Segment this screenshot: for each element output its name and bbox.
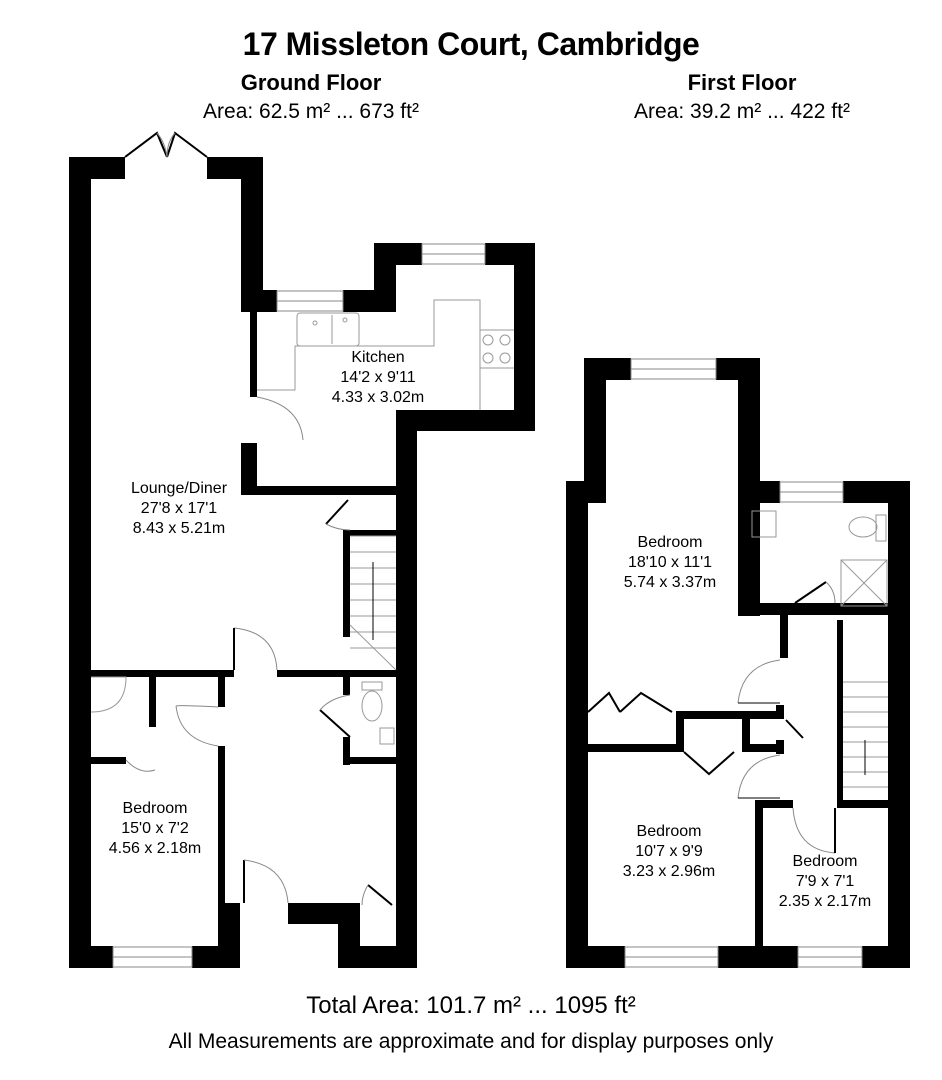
room-label-kitchen: Kitchen 14'2 x 9'11 4.33 x 3.02m	[298, 348, 458, 408]
room-dimensions-metric: 8.43 x 5.21m	[132, 520, 226, 537]
room-dimensions-metric: 4.56 x 2.18m	[108, 840, 202, 857]
first-floor-area: Area: 39.2 m² ... 422 ft²	[634, 100, 850, 123]
ground-floor-fixtures	[90, 299, 514, 745]
room-dimensions-imperial: 27'8 x 17'1	[140, 500, 218, 517]
room-label-first-bedroom-3: Bedroom 7'9 x 7'1 2.35 x 2.17m	[745, 852, 905, 912]
ground-floor-title: Ground Floor	[240, 70, 382, 95]
room-label-ground-bedroom: Bedroom 15'0 x 7'2 4.56 x 2.18m	[75, 799, 235, 859]
room-label-first-bedroom-1: Bedroom 18'10 x 11'1 5.74 x 3.37m	[590, 533, 750, 593]
first-floor-walls	[566, 358, 910, 968]
room-name: Kitchen	[351, 349, 405, 366]
room-dimensions-metric: 5.74 x 3.37m	[623, 574, 717, 591]
room-name: Bedroom	[636, 823, 702, 840]
room-dimensions-metric: 4.33 x 3.02m	[331, 389, 425, 406]
room-dimensions-imperial: 18'10 x 11'1	[627, 554, 713, 571]
room-label-lounge-diner: Lounge/Diner 27'8 x 17'1 8.43 x 5.21m	[99, 479, 259, 539]
first-floor-windows-doors	[587, 358, 863, 968]
room-name: Bedroom	[792, 853, 858, 870]
disclaimer: All Measurements are approximate and for…	[168, 1030, 774, 1053]
room-dimensions-metric: 3.23 x 2.96m	[622, 863, 716, 880]
ground-floor-area: Area: 62.5 m² ... 673 ft²	[203, 100, 419, 123]
ground-floor-windows-doors	[112, 131, 486, 968]
room-dimensions-imperial: 14'2 x 9'11	[340, 369, 416, 386]
room-dimensions-imperial: 10'7 x 9'9	[635, 843, 703, 860]
first-floor-title: First Floor	[687, 70, 797, 95]
first-floor-fixtures	[751, 510, 888, 788]
room-name: Bedroom	[122, 800, 188, 817]
room-label-first-bedroom-2: Bedroom 10'7 x 9'9 3.23 x 2.96m	[589, 822, 749, 882]
total-area: Total Area: 101.7 m² ... 1095 ft²	[306, 992, 636, 1019]
ground-floor-walls	[69, 157, 535, 968]
room-dimensions-imperial: 7'9 x 7'1	[795, 873, 855, 890]
room-dimensions-imperial: 15'0 x 7'2	[121, 820, 189, 837]
plan-title: 17 Missleton Court, Cambridge	[242, 26, 700, 62]
room-dimensions-metric: 2.35 x 2.17m	[778, 893, 872, 910]
room-name: Bedroom	[637, 534, 703, 551]
room-name: Lounge/Diner	[130, 480, 228, 497]
